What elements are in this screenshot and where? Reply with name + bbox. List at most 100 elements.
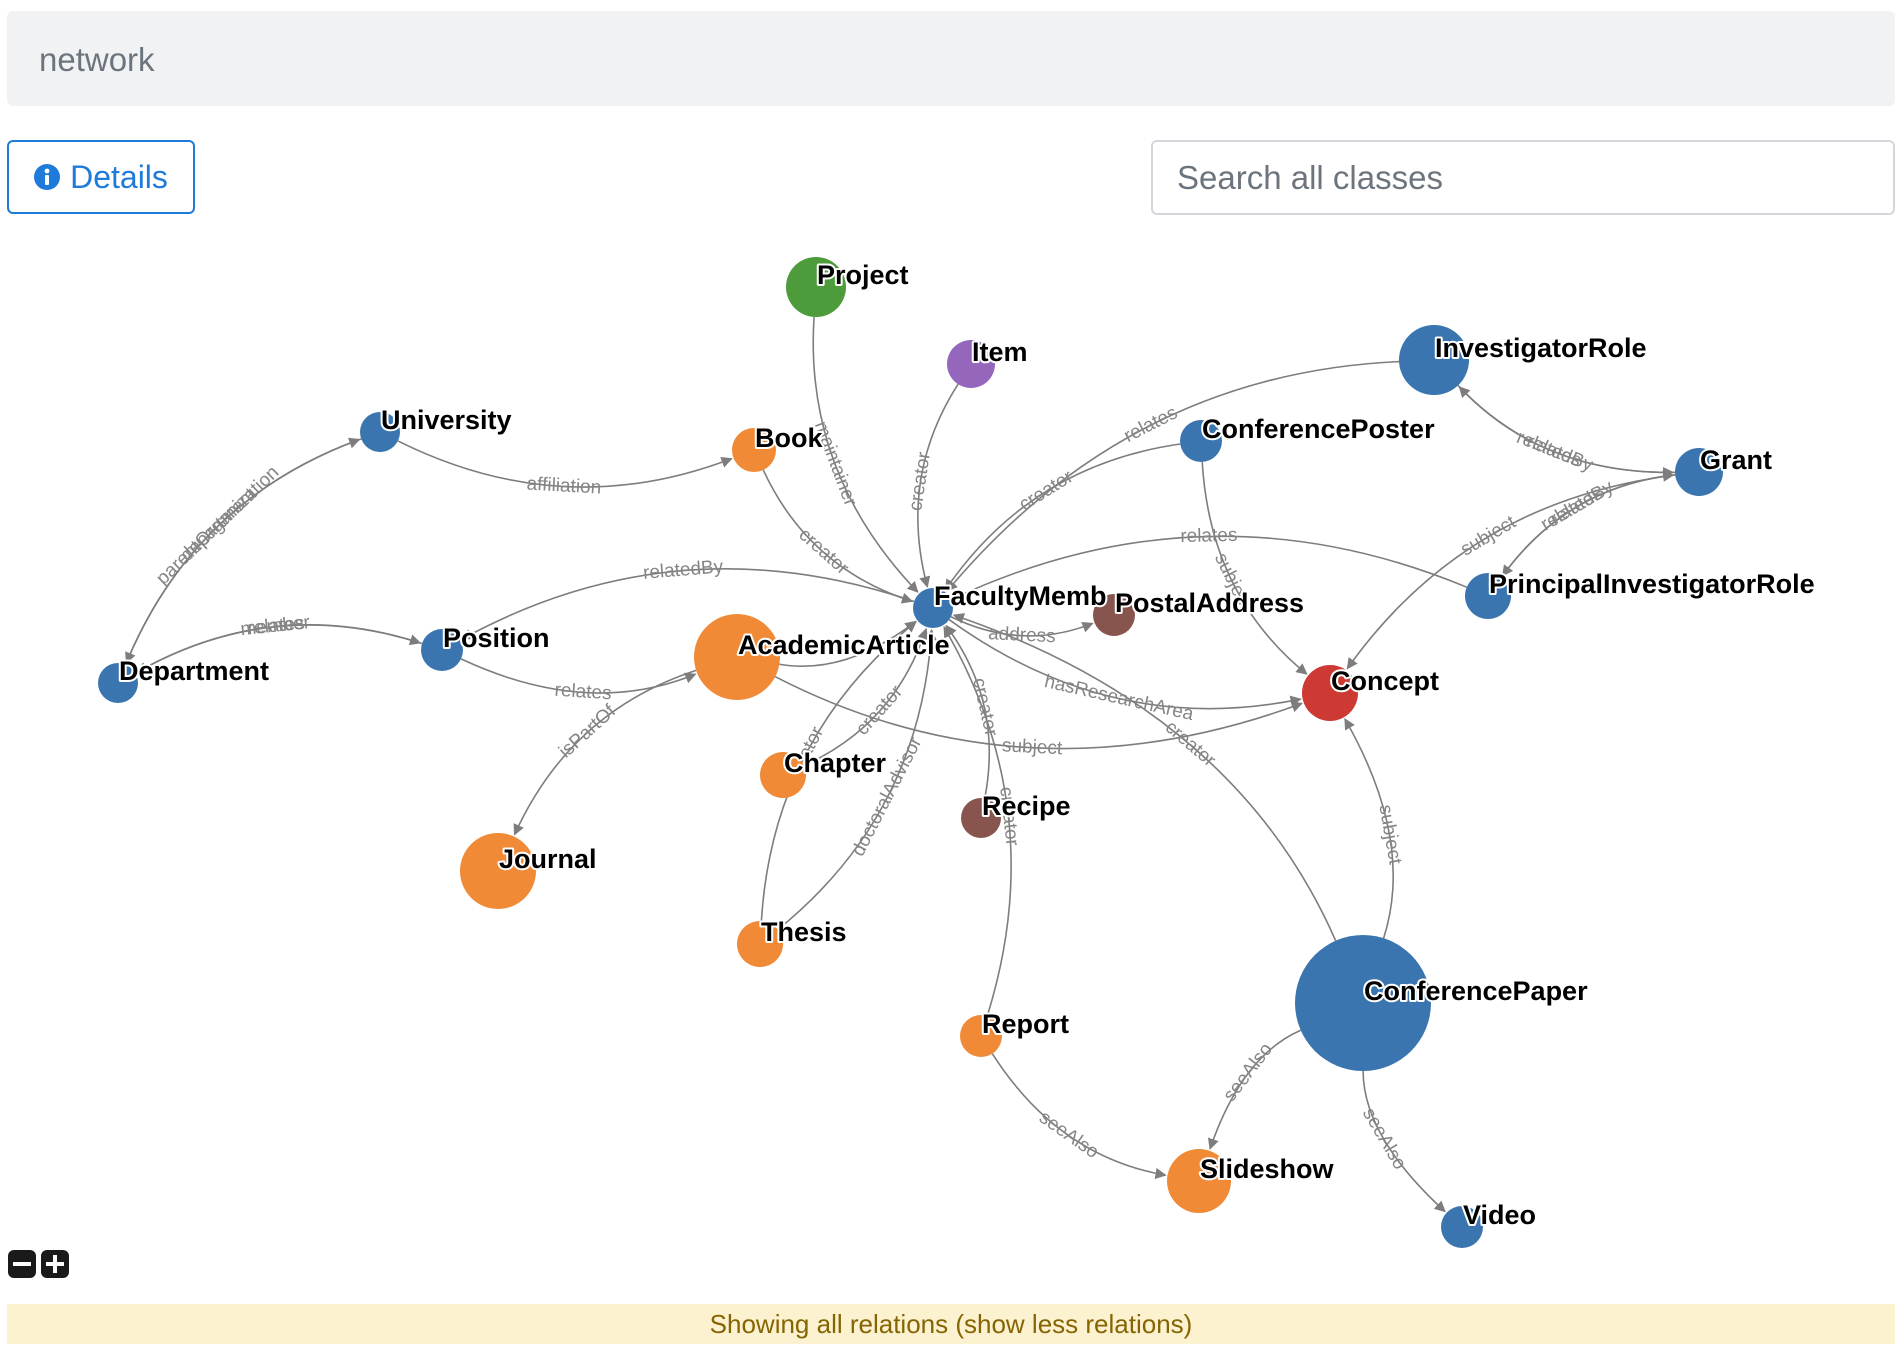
- edge-label: relatedBy: [642, 556, 724, 584]
- node-conference-paper[interactable]: [1295, 935, 1431, 1071]
- edge-conference-paper-faculty-member: [952, 613, 1337, 942]
- edge-thesis-faculty-member: [777, 628, 937, 931]
- edge-label: subject: [1457, 511, 1520, 560]
- nodes-layer[interactable]: [98, 257, 1723, 1248]
- edge-grant-investigator-role: [1458, 386, 1676, 474]
- node-label-chapter: Chapter: [784, 748, 887, 778]
- node-label-academic-article: AcademicArticle: [738, 630, 950, 660]
- edge-label: relates: [1547, 483, 1607, 530]
- relations-status-bar[interactable]: Showing all relations (show less relatio…: [7, 1304, 1895, 1344]
- edge-conference-paper-video: [1362, 1070, 1446, 1213]
- edge-label: creator: [852, 681, 908, 740]
- node-label-concept: Concept: [1331, 666, 1439, 696]
- node-label-position: Position: [443, 623, 550, 653]
- edge-principal-investigator-role-faculty-member: [951, 535, 1468, 600]
- edge-academic-article-journal: [513, 669, 697, 836]
- node-label-faculty-member: FacultyMemb: [934, 581, 1107, 611]
- edge-label: creator: [1161, 717, 1220, 772]
- edge-label: relatedBy: [1514, 427, 1597, 476]
- edge-academic-article-faculty-member: [779, 620, 917, 668]
- edge-conference-poster-faculty-member: [944, 443, 1181, 591]
- node-faculty-member[interactable]: [913, 588, 953, 628]
- node-concept[interactable]: [1302, 665, 1358, 721]
- node-label-grant: Grant: [1700, 445, 1772, 475]
- zoom-in-button[interactable]: [41, 1250, 69, 1278]
- node-label-recipe: Recipe: [982, 791, 1071, 821]
- node-postal-address[interactable]: [1093, 594, 1135, 636]
- node-thesis[interactable]: [737, 921, 783, 967]
- edge-chapter-faculty-member: [803, 627, 929, 767]
- node-label-project: Project: [817, 260, 909, 290]
- zoom-controls: [8, 1250, 69, 1278]
- edge-label: creator: [1016, 466, 1078, 515]
- edge-label: isPartOf: [555, 700, 621, 762]
- edge-item-faculty-member: [917, 383, 959, 588]
- relations-status-text[interactable]: Showing all relations (show less relatio…: [709, 1308, 1193, 1339]
- node-report[interactable]: [960, 1015, 1002, 1057]
- edge-label: hasResearchArea: [1042, 671, 1195, 725]
- edge-faculty-member-position: [461, 568, 915, 640]
- node-label-university: University: [381, 405, 512, 435]
- edge-conference-poster-concept: [1201, 461, 1308, 675]
- edge-label: member: [239, 612, 311, 640]
- node-recipe[interactable]: [961, 798, 1001, 838]
- node-academic-article[interactable]: [694, 614, 780, 700]
- edge-recipe-faculty-member: [945, 624, 991, 799]
- node-label-conference-poster: ConferencePoster: [1202, 414, 1435, 444]
- node-label-thesis: Thesis: [761, 917, 847, 947]
- edge-department-university: [124, 437, 361, 665]
- node-department[interactable]: [98, 663, 138, 703]
- node-project[interactable]: [786, 257, 846, 317]
- edge-thesis-faculty-member: [760, 621, 917, 922]
- node-chapter[interactable]: [760, 752, 806, 798]
- edge-label: address: [988, 623, 1057, 647]
- edge-book-faculty-member: [762, 469, 914, 604]
- edge-label: seeAlso: [1358, 1104, 1410, 1173]
- node-book[interactable]: [732, 428, 776, 472]
- edge-label: subject: [1374, 803, 1405, 867]
- node-principal-investigator-role[interactable]: [1465, 573, 1511, 619]
- edge-department-position: [135, 624, 422, 674]
- edge-label: seeAlso: [1219, 1039, 1277, 1105]
- edge-academic-article-concept: [774, 675, 1303, 750]
- node-label-principal-investigator-role: PrincipalInvestigatorRole: [1489, 569, 1815, 599]
- node-university[interactable]: [360, 412, 400, 452]
- edge-conference-paper-slideshow: [1207, 1029, 1302, 1150]
- edge-label: seeAlso: [1035, 1107, 1102, 1163]
- node-position[interactable]: [421, 629, 463, 671]
- edge-faculty-member-postal-address: [950, 616, 1094, 637]
- node-label-book: Book: [755, 423, 823, 453]
- details-button[interactable]: Details: [7, 140, 195, 214]
- node-label-video: Video: [1463, 1200, 1536, 1230]
- edge-project-faculty-member: [812, 316, 919, 593]
- node-investigator-role[interactable]: [1399, 325, 1469, 395]
- edge-label: creator: [905, 450, 935, 512]
- node-label-journal: Journal: [499, 844, 597, 874]
- edge-label: creator: [794, 524, 853, 579]
- node-label-report: Report: [982, 1009, 1069, 1039]
- node-grant[interactable]: [1675, 448, 1723, 496]
- node-label-investigator-role: InvestigatorRole: [1435, 333, 1647, 363]
- node-item[interactable]: [947, 340, 995, 388]
- edge-label: subject: [1001, 735, 1063, 759]
- edge-grant-concept: [1346, 474, 1676, 670]
- details-button-label: Details: [70, 158, 168, 195]
- node-label-slideshow: Slideshow: [1200, 1154, 1335, 1184]
- search-input[interactable]: [1151, 140, 1895, 215]
- node-slideshow[interactable]: [1167, 1149, 1231, 1213]
- node-label-postal-address: PostalAddress: [1115, 588, 1304, 618]
- edge-faculty-member-concept: [948, 619, 1302, 710]
- edge-university-book: [397, 440, 733, 488]
- info-icon: [34, 164, 61, 190]
- node-conference-poster[interactable]: [1180, 420, 1222, 462]
- node-video[interactable]: [1441, 1206, 1483, 1248]
- edge-principal-investigator-role-grant: [1500, 470, 1675, 578]
- zoom-out-button[interactable]: [8, 1250, 36, 1278]
- edge-label: relates: [1180, 525, 1237, 547]
- edge-label: creator: [968, 676, 1002, 739]
- node-journal[interactable]: [460, 833, 536, 909]
- edge-label: parentOrganization: [152, 462, 283, 589]
- edge-label: relates: [554, 680, 612, 705]
